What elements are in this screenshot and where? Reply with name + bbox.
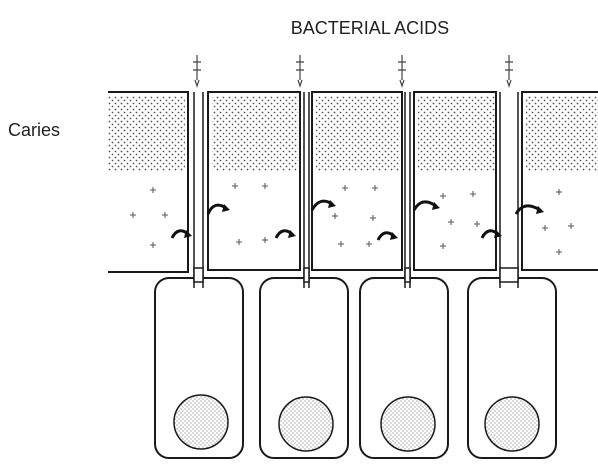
nucleus-4 [485,397,539,451]
nucleus-2 [279,397,333,451]
acid-marker-3 [398,55,406,86]
nuclei [174,395,539,451]
nucleus-3 [381,397,435,451]
flow-arrowheads [184,200,544,240]
caries-zone-3 [316,96,400,171]
flow-arrows [172,201,540,240]
cell-process [304,268,309,282]
caries-zone-4 [418,96,496,171]
acid-markers [193,55,513,86]
crystals [130,183,574,255]
acid-marker-4 [505,55,513,86]
cell-process [500,268,518,282]
diagram-title: BACTERIAL ACIDS [240,18,500,39]
acid-marker-2 [296,55,304,86]
caries-zone-2 [212,96,298,171]
caries-zone-5 [526,96,598,171]
caries-zone-1 [108,96,185,171]
acid-marker-1 [193,55,201,86]
cell-process [405,268,410,282]
nucleus-1 [174,395,228,449]
caries-label: Caries [8,120,60,141]
caries-zones [108,96,598,171]
cell-process [194,268,203,282]
